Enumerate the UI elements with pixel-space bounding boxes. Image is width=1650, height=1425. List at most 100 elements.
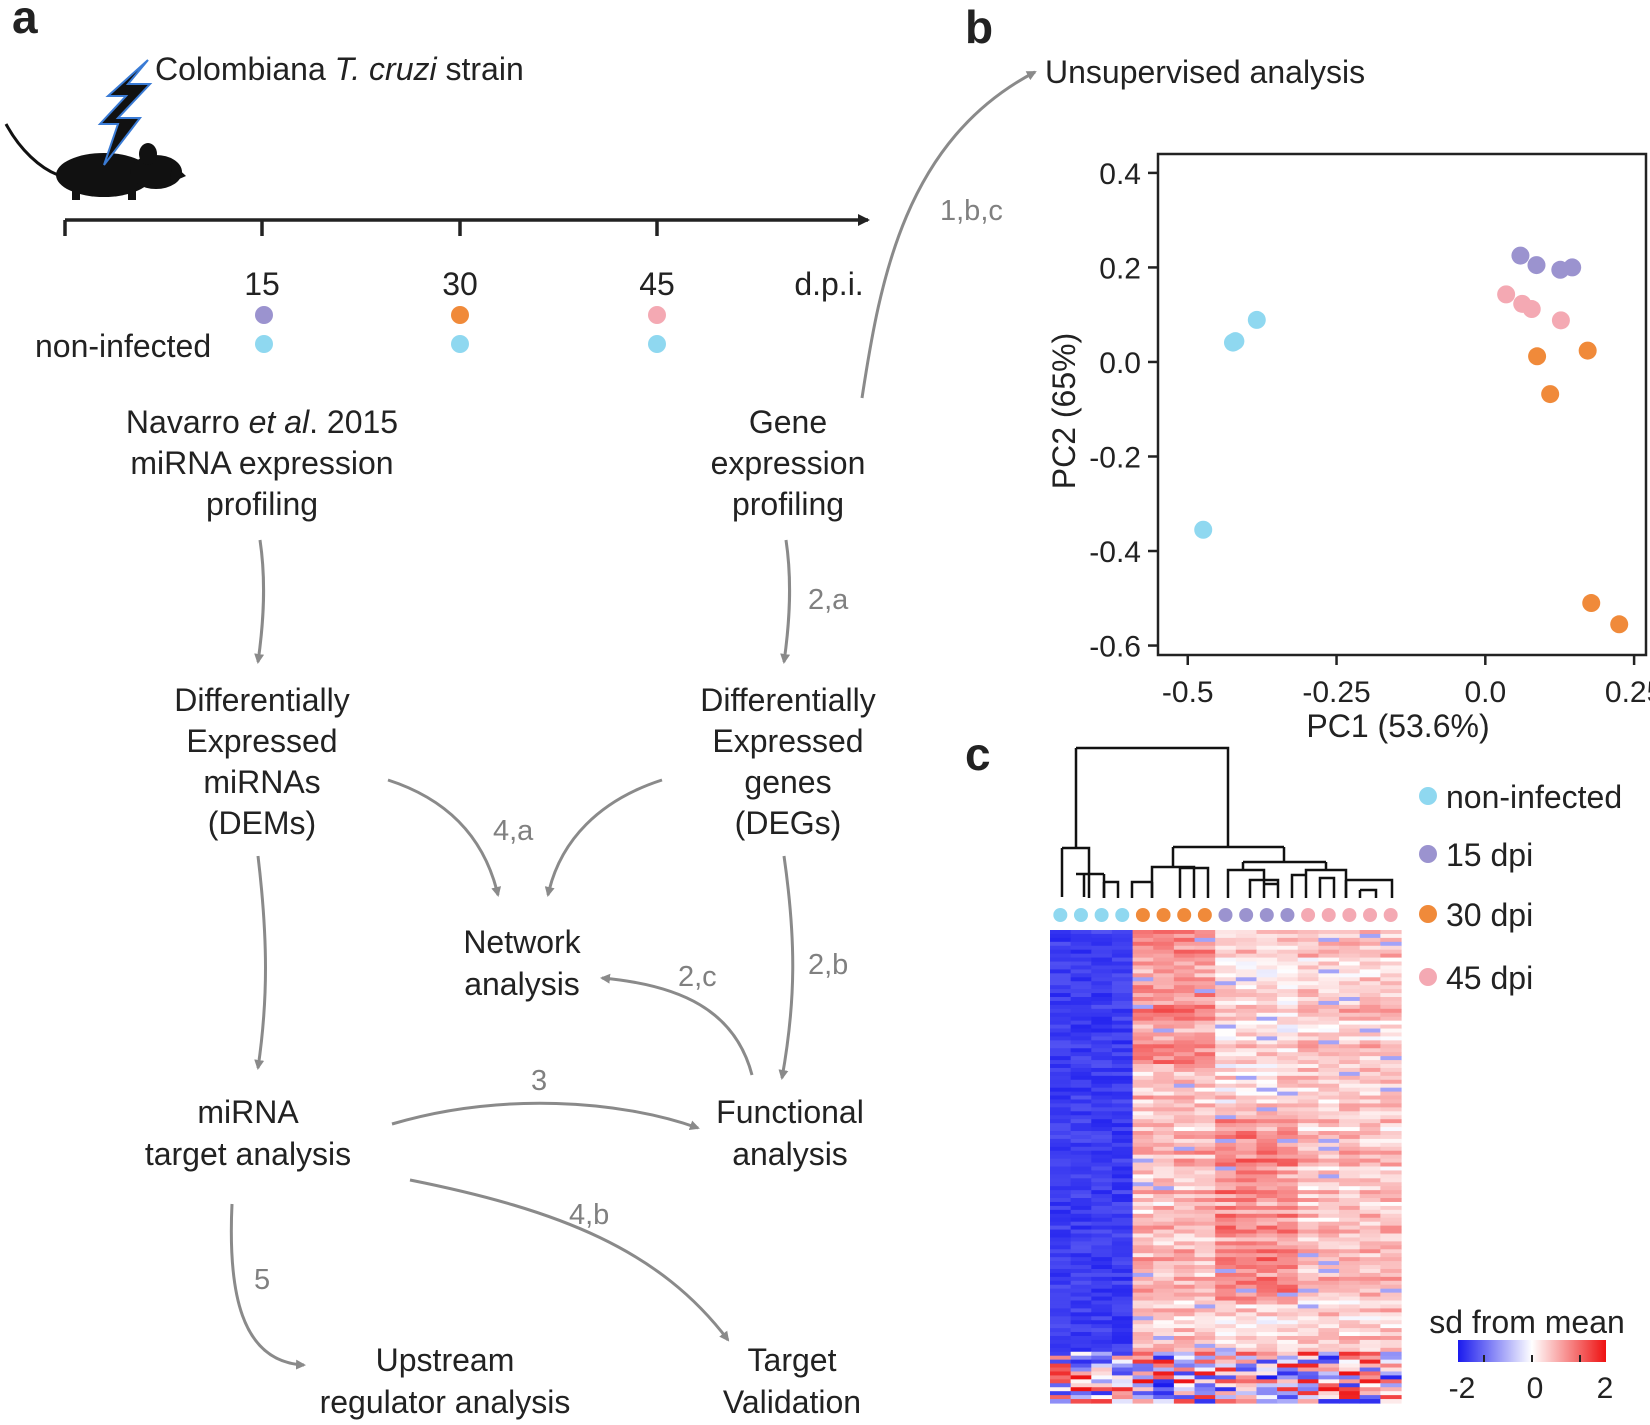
heatmap-cell [1339, 1146, 1361, 1152]
heatmap-cell [1050, 1115, 1072, 1120]
heatmap-cell [1339, 1127, 1361, 1132]
heatmap-cell [1153, 965, 1175, 971]
heatmap-cell [1318, 1044, 1340, 1049]
heatmap-cell [1173, 1253, 1196, 1258]
heatmap-cell [1070, 1221, 1092, 1227]
heatmap-cell [1111, 1241, 1134, 1246]
heatmap-cell [1091, 1056, 1113, 1061]
heatmap-cell [1215, 1268, 1237, 1274]
heatmap-cell [1091, 937, 1113, 943]
heatmap-cell [1194, 1127, 1216, 1132]
heatmap-cell [1050, 1343, 1072, 1349]
heatmap-cell [1318, 1280, 1340, 1286]
heatmap-cell [1235, 1205, 1258, 1211]
heatmap-cell [1050, 1359, 1072, 1365]
heatmap-cell [1111, 1221, 1134, 1227]
heatmap-cell [1194, 1146, 1216, 1152]
heatmap-cell [1215, 1115, 1237, 1120]
heatmap-cell [1235, 1217, 1258, 1223]
heatmap-cell [1153, 1028, 1175, 1034]
heatmap-cell [1235, 933, 1258, 939]
heatmap-cell [1215, 1225, 1237, 1231]
heatmap-cell [1070, 1379, 1092, 1384]
heatmap-cell [1339, 1071, 1361, 1077]
heatmap-cell [1380, 1158, 1402, 1164]
heatmap-cell [1380, 1347, 1402, 1353]
heatmap-cell [1111, 1134, 1134, 1140]
heatmap-cell [1339, 1237, 1361, 1242]
arrow-degs-to-functional [778, 855, 795, 1080]
heatmap-cell [1277, 993, 1299, 998]
heatmap-cell [1359, 985, 1381, 990]
heatmap-cell [1050, 1371, 1072, 1377]
heatmap-cell [1070, 1186, 1092, 1191]
heatmap-cell [1380, 997, 1402, 1002]
heatmap-cell [1380, 1142, 1402, 1148]
heatmap-cell [1318, 1032, 1340, 1038]
heatmap-cell [1132, 961, 1154, 967]
heatmap-cell [1091, 1379, 1113, 1384]
heatmap-cell [1050, 969, 1072, 974]
timepoint-45-dot [648, 306, 666, 324]
heatmap-cell [1050, 1367, 1072, 1373]
heatmap-cell [1297, 981, 1320, 986]
heatmap-cell [1380, 1186, 1402, 1191]
heatmap-cell [1339, 1209, 1361, 1215]
heatmap-cell [1153, 985, 1175, 990]
heatmap-cell [1132, 1123, 1154, 1128]
heatmap-cell [1132, 1241, 1154, 1246]
heatmap-cell [1050, 1087, 1072, 1093]
heatmap-cell [1153, 977, 1175, 982]
heatmap-cell [1235, 1395, 1258, 1400]
heatmap-cell [1194, 945, 1216, 951]
heatmap-cell [1070, 1016, 1092, 1022]
heatmap-cell [1091, 1308, 1113, 1313]
heatmap-cell [1256, 1071, 1278, 1077]
heatmap-cell [1132, 1056, 1154, 1061]
x-tick-label: 0.0 [1464, 676, 1506, 709]
heatmap-cell [1318, 1040, 1340, 1045]
heatmap-cell [1359, 1391, 1381, 1396]
heatmap-cell [1215, 1237, 1237, 1242]
heatmap-cell [1194, 1335, 1216, 1341]
svg-text:miRNAs: miRNAs [203, 764, 320, 800]
heatmap-cell [1256, 953, 1278, 959]
heatmap-cell [1215, 1395, 1237, 1400]
heatmap-cell [1297, 1067, 1320, 1073]
heatmap-cell [1194, 1099, 1216, 1105]
heatmap-cell [1194, 1012, 1216, 1018]
heatmap-cell [1318, 1052, 1340, 1057]
heatmap-cell [1235, 1280, 1258, 1286]
heatmap-cell [1339, 1142, 1361, 1148]
heatmap-cell [1050, 1012, 1072, 1018]
heatmap-cell [1194, 1032, 1216, 1038]
heatmap-cell [1132, 1257, 1154, 1262]
heatmap-cell [1235, 1174, 1258, 1179]
heatmap-cell [1380, 1284, 1402, 1290]
heatmap-cell [1318, 1339, 1340, 1345]
heatmap-cell [1235, 1004, 1258, 1010]
pca-point-45-dpi [1551, 311, 1570, 330]
heatmap-cell [1339, 1375, 1361, 1380]
heatmap-cell [1132, 945, 1154, 951]
heatmap-cell [1297, 1154, 1320, 1160]
heatmap-cell [1359, 1296, 1381, 1302]
heatmap-cell [1359, 1190, 1381, 1195]
heatmap-cell [1318, 1170, 1340, 1175]
heatmap-cell [1132, 1095, 1154, 1101]
heatmap-cell [1050, 1241, 1072, 1246]
heatmap-cell [1215, 1091, 1237, 1097]
heatmap-cell [1091, 1355, 1113, 1361]
heatmap-cell [1050, 1391, 1072, 1396]
heatmap-cell [1215, 1083, 1237, 1089]
heatmap-cell [1359, 1201, 1381, 1207]
column-dot-30-dpi [1135, 908, 1150, 922]
heatmap-cell [1194, 1079, 1216, 1085]
heatmap-cell [1132, 1292, 1154, 1298]
heatmap-cell [1132, 1276, 1154, 1282]
heatmap-cell [1235, 1083, 1258, 1089]
heatmap-cell [1091, 1391, 1113, 1396]
heatmap-cell [1132, 1332, 1154, 1337]
heatmap-cell [1215, 1052, 1237, 1057]
heatmap-cell [1339, 941, 1361, 947]
